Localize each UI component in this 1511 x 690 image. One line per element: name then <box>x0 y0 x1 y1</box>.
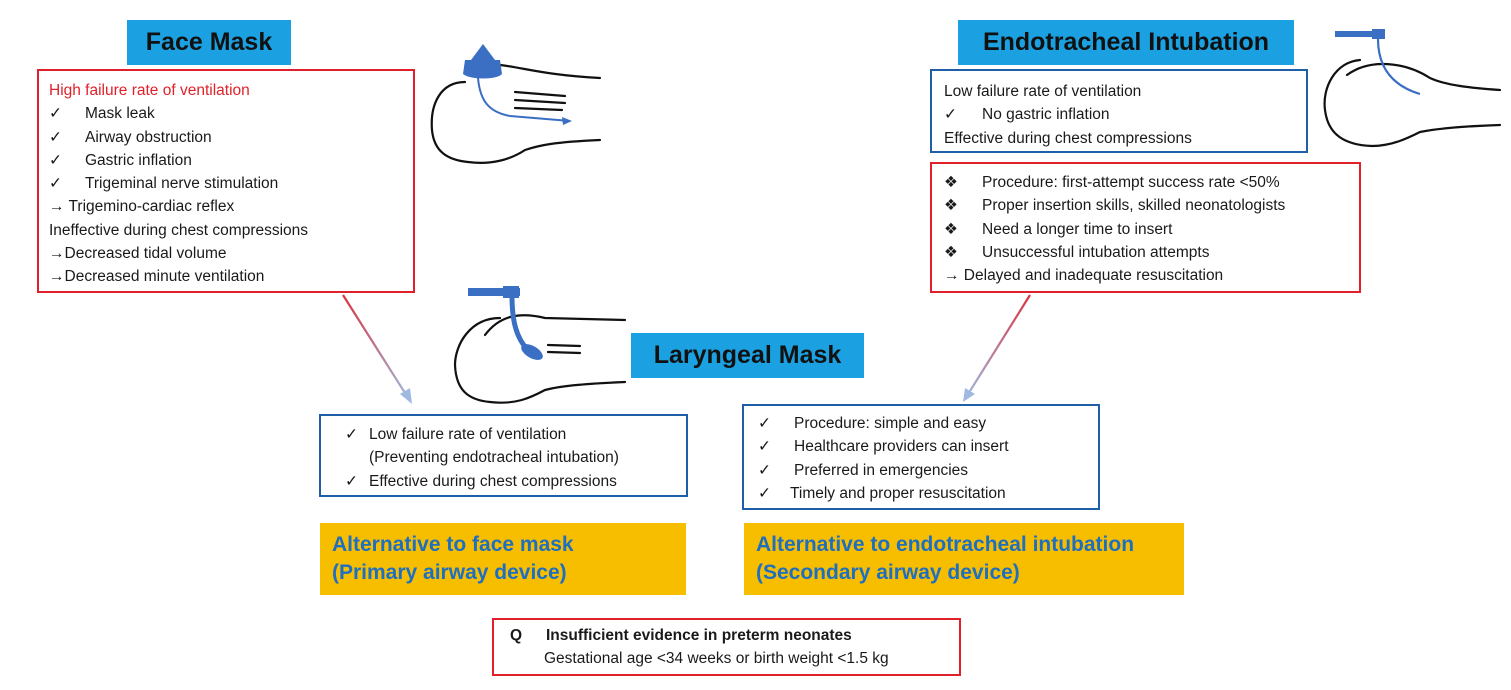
endotracheal-cons-item: ❖Need a longer time to insert <box>944 220 1173 238</box>
evidence-note-box: Q Insufficient evidence in preterm neonat… <box>492 618 961 676</box>
endotracheal-cons-item: ❖Proper insertion skills, skilled neonat… <box>944 197 1286 215</box>
face-mask-item: ✓Mask leak <box>49 105 155 123</box>
face-mask-extra: Ineffective during chest compressions <box>49 221 309 239</box>
face-mask-extra: →Decreased tidal volume <box>49 245 227 263</box>
evidence-note-title: Insufficient evidence in preterm neonate… <box>546 627 852 644</box>
endotracheal-head-icon <box>1323 58 1502 148</box>
endotracheal-cons-item: ❖Procedure: first-attempt success rate <… <box>944 174 1280 191</box>
laryngeal-mask-device-icon <box>468 286 543 360</box>
laryngeal-right-item: ✓Timely and proper resuscitation <box>758 484 1006 502</box>
evidence-note-text: Gestational age <34 weeks or birth weigh… <box>544 650 889 667</box>
endotracheal-title: Endotracheal Intubation <box>958 20 1294 65</box>
laryngeal-left-item: ✓Low failure rate of ventilation <box>345 426 567 443</box>
endotracheal-cons-item: ❖Unsuccessful intubation attempts <box>944 243 1210 261</box>
laryngeal-right-item: ✓Healthcare providers can insert <box>758 438 1009 456</box>
alt-endotracheal-box: Alternative to endotracheal intubation (… <box>744 523 1184 595</box>
alt-endotracheal-line2: (Secondary airway device) <box>756 561 1020 584</box>
arrow-endotracheal-to-laryngeal <box>963 294 1031 402</box>
laryngeal-right-item: ✓Preferred in emergencies <box>758 461 969 479</box>
face-mask-head-icon <box>430 63 602 164</box>
endotracheal-pros-footer: Effective during chest compressions <box>944 129 1192 147</box>
endotracheal-pros-header: Low failure rate of ventilation <box>944 83 1142 100</box>
note-q-mark: Q <box>510 627 523 644</box>
face-mask-extra: → Trigemino-cardiac reflex <box>49 198 235 216</box>
face-mask-extra: →Decreased minute ventilation <box>49 268 265 286</box>
endotracheal-tube-icon <box>1335 29 1421 96</box>
laryngeal-right-item: ✓Procedure: simple and easy <box>758 415 987 432</box>
face-mask-item: ✓Trigeminal nerve stimulation <box>49 175 279 193</box>
face-mask-item: ✓Gastric inflation <box>49 151 192 169</box>
alt-face-mask-line2: (Primary airway device) <box>332 561 567 584</box>
alt-face-mask-box: Alternative to face mask (Primary airway… <box>320 523 686 595</box>
endotracheal-cons-footer: → Delayed and inadequate resuscitation <box>944 267 1224 285</box>
face-mask-box: High failure rate of ventilation ✓Mask l… <box>37 69 415 293</box>
alt-face-mask-line1: Alternative to face mask <box>332 533 574 556</box>
laryngeal-mask-title: Laryngeal Mask <box>631 333 864 378</box>
endotracheal-pros-item: ✓No gastric inflation <box>944 106 1110 124</box>
face-mask-device-icon <box>463 44 572 125</box>
laryngeal-right-box: ✓Procedure: simple and easy ✓Healthcare … <box>742 404 1100 510</box>
face-mask-item: ✓Airway obstruction <box>49 128 212 146</box>
arrow-face-mask-to-laryngeal <box>342 294 412 404</box>
endotracheal-cons-box: ❖Procedure: first-attempt success rate <… <box>930 162 1361 293</box>
face-mask-header: High failure rate of ventilation <box>49 82 250 99</box>
laryngeal-left-item: (Preventing endotracheal intubation) <box>369 449 619 467</box>
evidence-note-title-line: Q Insufficient evidence in preterm neonat… <box>510 624 959 647</box>
laryngeal-left-box: ✓Low failure rate of ventilation (Preven… <box>319 414 688 497</box>
alt-endotracheal-line1: Alternative to endotracheal intubation <box>756 533 1135 556</box>
face-mask-title: Face Mask <box>127 20 291 65</box>
laryngeal-left-item: ✓Effective during chest compressions <box>345 472 617 490</box>
endotracheal-pros-box: Low failure rate of ventilation ✓No gast… <box>930 69 1308 153</box>
